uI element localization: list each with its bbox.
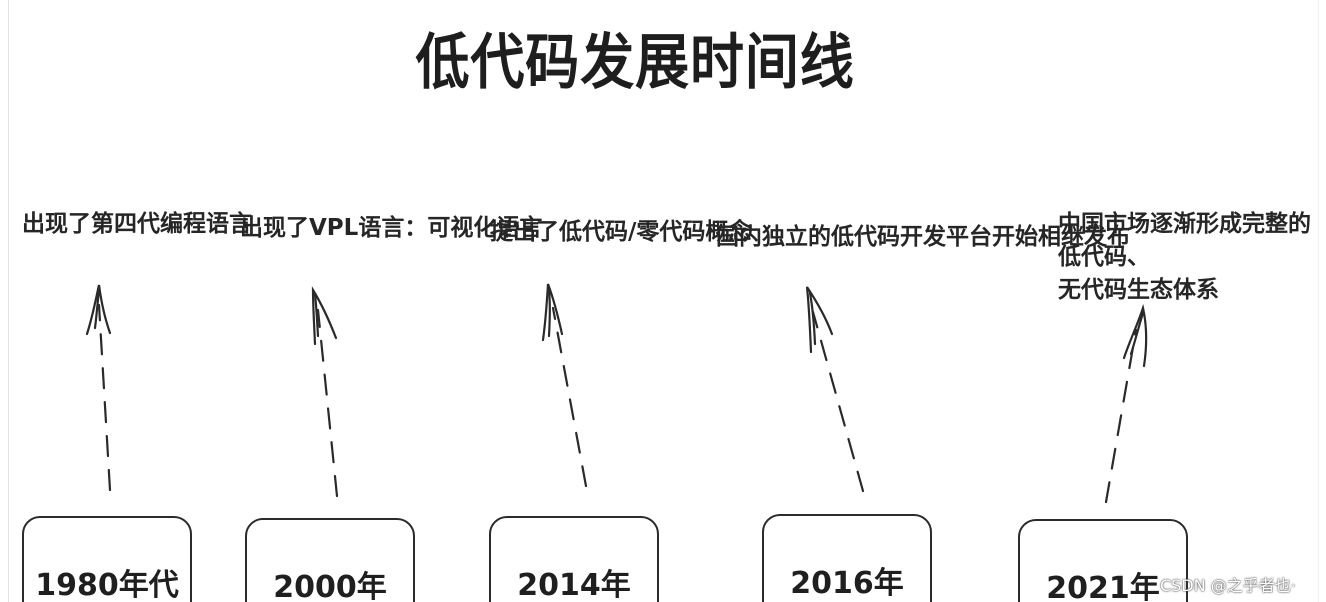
event-label-3: 提出了低代码/零代码概念 (490, 219, 752, 245)
year-box-4: 2016年 (762, 514, 932, 602)
left-border (8, 0, 9, 602)
year-box-3: 2014年 (489, 516, 659, 602)
dashed-arrow-1 (85, 284, 112, 492)
event-label-5-line-1: 中国市场逐渐形成完整的低代码、 (1058, 211, 1311, 270)
year-label-4: 2016年 (790, 566, 904, 601)
dashed-arrow-4 (805, 286, 865, 493)
event-label-2: 出现了VPL语言：可视化语言 (240, 215, 543, 241)
event-label-4: 国内独立的低代码开发平台开始相继发布 (716, 224, 1130, 250)
diagram-title: 低代码发展时间线 (415, 28, 855, 98)
right-border (1318, 0, 1319, 602)
event-label-5-line-2: 无代码生态体系 (1058, 277, 1219, 303)
watermark: CSDN @之乎者也· (1160, 576, 1296, 595)
event-label-5: 中国市场逐渐形成完整的低代码、 无代码生态体系 (1058, 208, 1320, 307)
dashed-arrow-5 (1104, 303, 1148, 504)
year-box-1: 1980年代 (22, 516, 192, 602)
dashed-arrow-2 (311, 286, 339, 498)
year-box-5: 2021年 (1018, 519, 1188, 602)
year-label-2: 2000年 (273, 570, 387, 602)
year-label-5: 2021年 (1046, 571, 1160, 602)
year-box-2: 2000年 (245, 518, 415, 602)
event-label-1: 出现了第四代编程语言 (22, 211, 252, 237)
year-label-1: 1980年代 (35, 568, 179, 602)
dashed-arrow-3 (541, 283, 588, 488)
year-label-3: 2014年 (517, 568, 631, 602)
